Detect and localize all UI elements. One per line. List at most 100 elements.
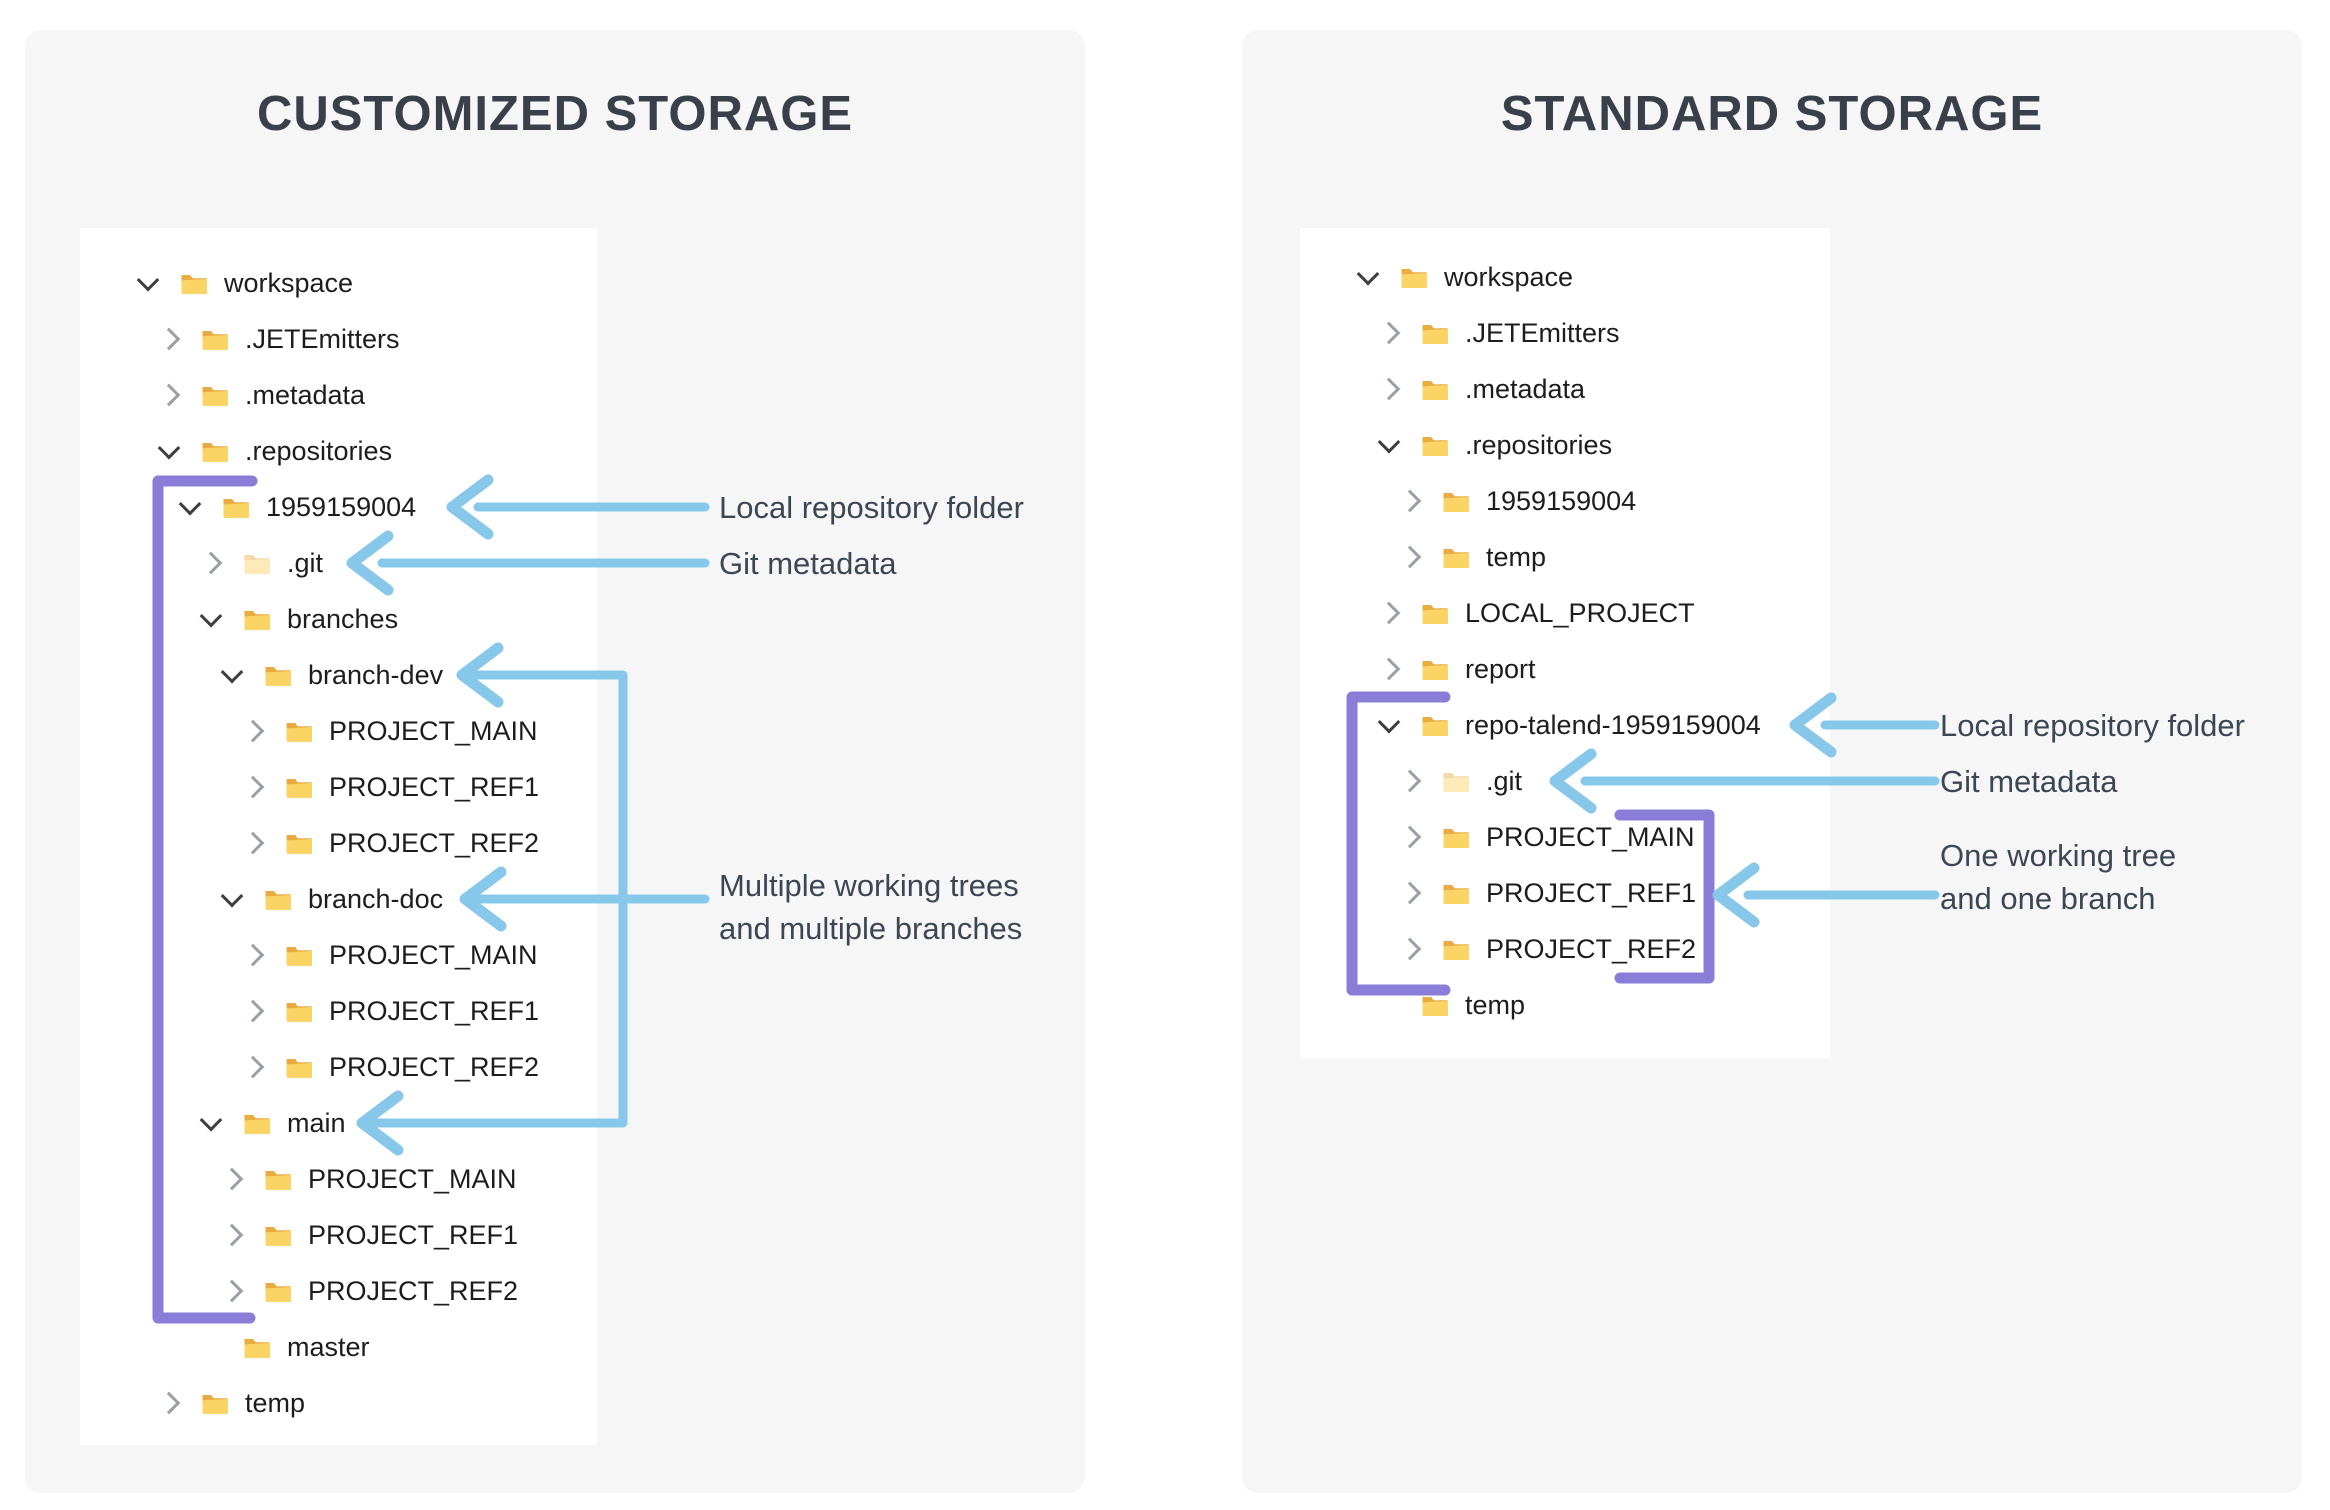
tree-item-label: temp: [1465, 989, 1526, 1020]
chevron-down-icon[interactable]: [174, 491, 206, 523]
tree-row-project-ref1[interactable]: PROJECT_REF1: [80, 983, 597, 1039]
tree-row-git[interactable]: .git: [80, 535, 597, 591]
tree-row-report[interactable]: report: [1300, 641, 1830, 697]
tree-row-project-ref2[interactable]: PROJECT_REF2: [80, 1263, 597, 1319]
chevron-right-icon[interactable]: [1394, 933, 1426, 965]
folder-icon: [285, 776, 312, 799]
tree-item-label: PROJECT_REF2: [308, 1275, 519, 1306]
folder-icon: [180, 272, 207, 295]
chevron-right-icon[interactable]: [1394, 541, 1426, 573]
tree-row-main[interactable]: main: [80, 1095, 597, 1151]
chevron-right-icon[interactable]: [237, 771, 269, 803]
folder-icon: [1400, 266, 1427, 289]
folder-icon: [222, 496, 249, 519]
tree-row-project-main[interactable]: PROJECT_MAIN: [80, 703, 597, 759]
chevron-right-icon[interactable]: [1394, 765, 1426, 797]
tree-row-project-ref1[interactable]: PROJECT_REF1: [80, 1207, 597, 1263]
folder-icon: [1421, 322, 1448, 345]
tree-row-repositories[interactable]: .repositories: [1300, 417, 1830, 473]
annotation-line: Local repository folder: [1940, 708, 2245, 743]
chevron-right-icon[interactable]: [237, 715, 269, 747]
folder-icon: [285, 944, 312, 967]
tree-row-1959159004[interactable]: 1959159004: [1300, 473, 1830, 529]
tree-row-temp[interactable]: temp: [80, 1375, 597, 1431]
tree-item-label: PROJECT_REF1: [329, 771, 540, 802]
chevron-right-icon[interactable]: [237, 1051, 269, 1083]
tree-item-label: 1959159004: [1486, 485, 1637, 516]
tree-row-jetemitters[interactable]: .JETEmitters: [1300, 305, 1830, 361]
chevron-down-icon[interactable]: [216, 883, 248, 915]
chevron-down-icon[interactable]: [1352, 261, 1384, 293]
tree-row-project-ref2[interactable]: PROJECT_REF2: [1300, 921, 1830, 977]
chevron-right-icon[interactable]: [153, 1387, 185, 1419]
tree-row-metadata[interactable]: .metadata: [80, 367, 597, 423]
chevron-right-icon[interactable]: [153, 323, 185, 355]
annotation-line: and one branch: [1940, 881, 2156, 916]
chevron-down-icon[interactable]: [132, 267, 164, 299]
tree-item-label: branch-doc: [308, 883, 444, 914]
tree-row-project-main[interactable]: PROJECT_MAIN: [80, 1151, 597, 1207]
tree-row-metadata[interactable]: .metadata: [1300, 361, 1830, 417]
chevron-right-icon[interactable]: [237, 939, 269, 971]
tree-row-master[interactable]: master: [80, 1319, 597, 1375]
tree-row-1959159004[interactable]: 1959159004: [80, 479, 597, 535]
folder-icon: [201, 440, 228, 463]
folder-icon: [201, 1392, 228, 1415]
chevron-down-icon[interactable]: [1373, 709, 1405, 741]
folder-icon: [243, 552, 270, 575]
folder-tree-right: workspace.JETEmitters .metadata .repositor…: [1300, 228, 1830, 1058]
folder-icon: [243, 608, 270, 631]
tree-row-branch-dev[interactable]: branch-dev: [80, 647, 597, 703]
tree-row-git[interactable]: .git: [1300, 753, 1830, 809]
tree-row-local-project[interactable]: LOCAL_PROJECT: [1300, 585, 1830, 641]
chevron-right-icon[interactable]: [153, 379, 185, 411]
chevron-right-icon[interactable]: [1373, 653, 1405, 685]
chevron-right-icon[interactable]: [1373, 317, 1405, 349]
tree-row-branches[interactable]: branches: [80, 591, 597, 647]
chevron-right-icon[interactable]: [1394, 877, 1426, 909]
chevron-down-icon[interactable]: [216, 659, 248, 691]
folder-icon: [1442, 938, 1469, 961]
chevron-right-icon[interactable]: [216, 1275, 248, 1307]
tree-row-workspace[interactable]: workspace: [1300, 249, 1830, 305]
tree-row-project-ref1[interactable]: PROJECT_REF1: [1300, 865, 1830, 921]
tree-row-project-ref2[interactable]: PROJECT_REF2: [80, 815, 597, 871]
chevron-right-icon[interactable]: [237, 995, 269, 1027]
chevron-right-icon[interactable]: [237, 827, 269, 859]
tree-row-project-ref2[interactable]: PROJECT_REF2: [80, 1039, 597, 1095]
tree-row-jetemitters[interactable]: .JETEmitters: [80, 311, 597, 367]
chevron-right-icon[interactable]: [1394, 485, 1426, 517]
chevron-right-icon[interactable]: [216, 1163, 248, 1195]
tree-row-repositories[interactable]: .repositories: [80, 423, 597, 479]
chevron-right-icon[interactable]: [216, 1219, 248, 1251]
tree-item-label: .metadata: [1465, 373, 1586, 404]
tree-row-branch-doc[interactable]: branch-doc: [80, 871, 597, 927]
tree-row-repo-talend-1959159004[interactable]: repo-talend-1959159004: [1300, 697, 1830, 753]
tree-item-label: .JETEmitters: [245, 323, 400, 354]
annotation-line: Multiple working trees: [719, 868, 1019, 903]
chevron-down-icon[interactable]: [195, 1107, 227, 1139]
chevron-right-icon[interactable]: [195, 547, 227, 579]
chevron-right-icon[interactable]: [1394, 821, 1426, 853]
annotation-git-metadata-left: Git metadata: [719, 542, 896, 585]
tree-item-label: PROJECT_MAIN: [1486, 821, 1695, 852]
tree-row-temp[interactable]: temp: [1300, 977, 1830, 1033]
tree-row-project-main[interactable]: PROJECT_MAIN: [80, 927, 597, 983]
tree-row-workspace[interactable]: workspace: [80, 255, 597, 311]
tree-item-label: .metadata: [245, 379, 366, 410]
customized-storage-title: CUSTOMIZED STORAGE: [256, 87, 854, 141]
annotation-line: Local repository folder: [719, 490, 1024, 525]
tree-row-project-ref1[interactable]: PROJECT_REF1: [80, 759, 597, 815]
chevron-down-icon[interactable]: [195, 603, 227, 635]
folder-icon: [1421, 658, 1448, 681]
tree-item-label: PROJECT_REF1: [308, 1219, 519, 1250]
chevron-down-icon[interactable]: [1373, 429, 1405, 461]
chevron-right-icon[interactable]: [1373, 597, 1405, 629]
chevron-right-icon[interactable]: [1373, 373, 1405, 405]
folder-icon: [285, 832, 312, 855]
standard-storage-title: STANDARD STORAGE: [1500, 87, 2044, 141]
chevron-down-icon[interactable]: [153, 435, 185, 467]
folder-icon: [243, 1336, 270, 1359]
tree-row-temp[interactable]: temp: [1300, 529, 1830, 585]
tree-row-project-main[interactable]: PROJECT_MAIN: [1300, 809, 1830, 865]
